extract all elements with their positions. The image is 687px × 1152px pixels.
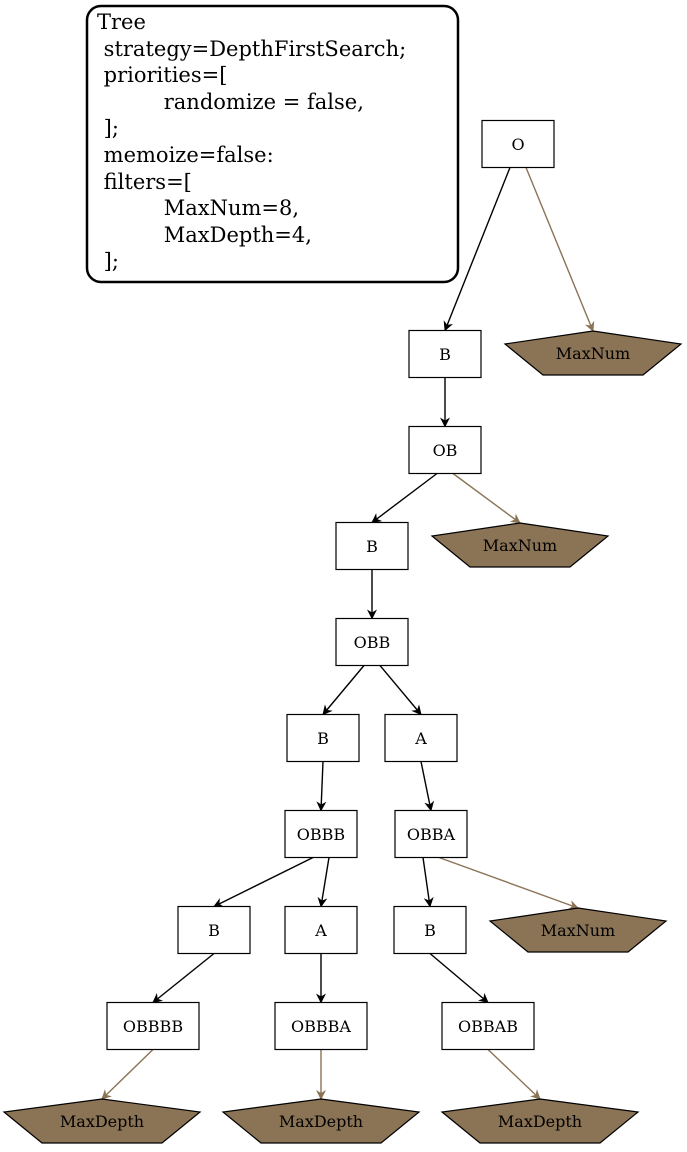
edge-n_B4-to-n_OBBBB: [152, 952, 215, 1004]
edge-n_A3-to-n_OBBA: [420, 761, 435, 812]
state-box: [177, 905, 251, 955]
node-label: MaxDepth: [279, 1112, 363, 1131]
filter-node-f_maxdepth_1: MaxDepth: [2, 1098, 202, 1144]
node-label: MaxDepth: [498, 1112, 582, 1131]
node-label: B: [439, 345, 451, 364]
node-label: MaxNum: [556, 344, 630, 363]
state-node-n_B1: B: [408, 329, 482, 379]
info-line-0: Tree: [97, 10, 146, 34]
info-line-5: memoize=false:: [97, 143, 274, 167]
state-node-n_OBBB: OBBB: [284, 809, 358, 859]
node-label: B: [208, 921, 220, 940]
state-box: [274, 1001, 368, 1051]
state-node-n_OBBAB: OBBAB: [441, 1001, 535, 1051]
state-node-n_A3: A: [384, 713, 458, 763]
node-label: OBBAB: [458, 1017, 518, 1036]
state-box: [106, 1001, 200, 1051]
state-node-n_OBBBB: OBBBB: [106, 1001, 200, 1051]
edges-layer: [101, 167, 595, 1100]
edge-n_OB-to-n_B2: [371, 472, 438, 524]
state-box: [394, 809, 468, 859]
info-line-4: ];: [97, 116, 119, 140]
filter-shape: [2, 1098, 202, 1144]
node-label: OBBB: [297, 825, 345, 844]
state-node-n_OBB: OBB: [335, 617, 409, 667]
state-node-n_A4: A: [284, 905, 358, 955]
filter-node-f_maxdepth_3: MaxDepth: [440, 1098, 640, 1144]
node-label: OBBBA: [291, 1017, 351, 1036]
info-line-8: MaxDepth=4,: [97, 223, 312, 247]
edge-n_OBBA-to-n_B5: [422, 857, 434, 908]
state-box: [286, 713, 360, 763]
node-label: OBBBB: [123, 1017, 183, 1036]
state-box: [335, 521, 409, 571]
edge-n_OBBB-to-n_B4: [213, 856, 314, 908]
edge-n_O-to-n_B1: [443, 167, 511, 332]
state-box: [408, 425, 482, 475]
filter-shape: [503, 330, 683, 376]
filter-shape: [221, 1098, 421, 1144]
state-box: [408, 329, 482, 379]
info-line-6: filters=[: [97, 170, 192, 194]
node-label: MaxNum: [541, 921, 615, 940]
node-label: OBBA: [407, 825, 456, 844]
state-node-n_OB: OB: [408, 425, 482, 475]
state-node-n_B2: B: [335, 521, 409, 571]
state-box: [284, 809, 358, 859]
filter-shape: [440, 1098, 640, 1144]
info-line-3: randomize = false,: [97, 90, 364, 114]
node-label: B: [366, 537, 378, 556]
filter-node-f_maxnum_1: MaxNum: [503, 330, 683, 376]
edge-n_OBBAB-to-f_maxdepth_3: [487, 1048, 541, 1100]
node-label: B: [424, 921, 436, 940]
node-label: A: [414, 729, 427, 748]
node-label: B: [317, 729, 329, 748]
info-line-7: MaxNum=8,: [97, 196, 299, 220]
filter-node-f_maxnum_2: MaxNum: [430, 522, 610, 568]
node-label: A: [314, 921, 327, 940]
edge-n_O-to-f_maxnum_1: [525, 167, 595, 332]
node-label: OB: [433, 441, 458, 460]
state-node-n_B5: B: [393, 905, 467, 955]
edge-n_B5-to-n_OBBAB: [429, 952, 489, 1004]
edge-n_OBB-to-n_A3: [379, 665, 422, 716]
filter-node-f_maxdepth_2: MaxDepth: [221, 1098, 421, 1144]
node-label: MaxDepth: [60, 1112, 144, 1131]
info-line-2: priorities=[: [97, 63, 227, 87]
state-node-n_OBBBA: OBBBA: [274, 1001, 368, 1051]
edge-n_OBB-to-n_B3: [322, 665, 365, 716]
state-node-n_OBBA: OBBA: [394, 809, 468, 859]
edge-n_OB-to-f_maxnum_2: [452, 472, 521, 524]
state-box: [393, 905, 467, 955]
node-label: O: [511, 135, 524, 154]
state-box: [335, 617, 409, 667]
edge-n_OBBB-to-n_A4: [317, 857, 330, 908]
state-box: [441, 1001, 535, 1051]
info-line-9: ];: [97, 249, 119, 273]
info-box: Tree strategy=DepthFirstSearch; prioriti…: [85, 4, 460, 284]
state-node-n_B3: B: [286, 713, 360, 763]
state-node-n_O: O: [481, 119, 555, 169]
filter-node-f_maxnum_3: MaxNum: [488, 907, 668, 953]
state-box: [384, 713, 458, 763]
node-label: OBB: [354, 633, 391, 652]
filter-shape: [430, 522, 610, 568]
edge-n_OBBA-to-f_maxnum_3: [438, 856, 579, 910]
state-box: [481, 119, 555, 169]
info-line-1: strategy=DepthFirstSearch;: [97, 37, 406, 61]
info-box-border: [85, 4, 460, 284]
edge-n_OBBBB-to-f_maxdepth_1: [101, 1048, 154, 1100]
state-node-n_B4: B: [177, 905, 251, 955]
node-label: MaxNum: [483, 536, 557, 555]
edge-n_B3-to-n_OBBB: [316, 761, 327, 812]
filter-shape: [488, 907, 668, 953]
state-box: [284, 905, 358, 955]
